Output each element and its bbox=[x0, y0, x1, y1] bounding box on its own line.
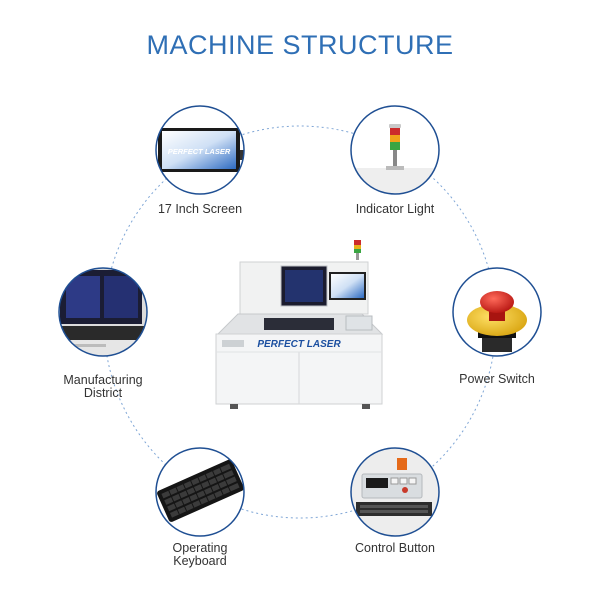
screen-brand-label: PERFECT LASER bbox=[168, 147, 231, 156]
component-keyboard bbox=[155, 447, 245, 537]
emergency-stop-icon bbox=[467, 291, 527, 352]
work-chamber-icon bbox=[59, 268, 147, 356]
component-screen: PERFECT LASER bbox=[155, 105, 245, 195]
label-manufacturing: Manufacturing District bbox=[63, 373, 143, 400]
label-power: Power Switch bbox=[459, 372, 535, 386]
component-control bbox=[350, 447, 440, 537]
keyboard-icon bbox=[157, 459, 244, 522]
component-power bbox=[452, 267, 542, 357]
label-control: Control Button bbox=[355, 541, 435, 555]
laser-machine-illustration: PERFECT LASER bbox=[215, 240, 384, 409]
machine-brand-label: PERFECT LASER bbox=[257, 339, 341, 350]
monitor-icon: PERFECT LASER bbox=[158, 128, 244, 172]
label-screen: 17 Inch Screen bbox=[157, 202, 243, 216]
label-indicator: Indicator Light bbox=[355, 202, 435, 216]
label-keyboard: Operating Keyboard bbox=[172, 541, 228, 568]
control-panel-icon bbox=[351, 448, 439, 536]
component-indicator bbox=[350, 105, 440, 195]
component-manufacturing bbox=[58, 267, 148, 357]
page-title: MACHINE STRUCTURE bbox=[146, 30, 454, 60]
